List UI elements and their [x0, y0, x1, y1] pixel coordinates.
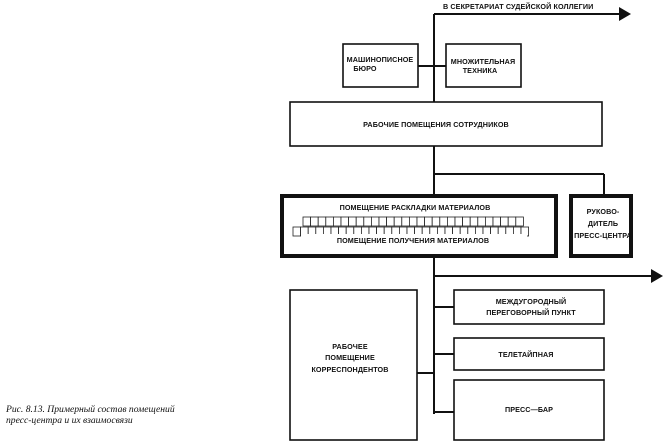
- table-cell: [340, 216, 349, 227]
- table-cell: [408, 216, 418, 227]
- teletype-box: ТЕЛЕТАЙПНАЯ: [453, 337, 605, 371]
- receiving-label-bg: [301, 234, 527, 245]
- table-cell: [431, 216, 441, 227]
- table-cell: [416, 216, 425, 227]
- typing-bureau-box: МАШИНОПИСНОЕ БЮРО: [342, 43, 419, 88]
- long-distance-box: МЕЖДУГОРОДНЫЙ ПЕРЕГОВОРНЫЙ ПУНКТ: [453, 289, 605, 325]
- table-cell: [439, 216, 448, 227]
- connector-lines: [417, 7, 663, 414]
- table-cell: [401, 216, 410, 227]
- materials-block: ПОМЕЩЕНИЕ РАСКЛАДКИ МАТЕРИАЛОВ ПОМЕЩЕНИЕ…: [280, 194, 558, 258]
- teletype-label: ТЕЛЕТАЙПНАЯ: [498, 350, 553, 359]
- correspondents-label-1: РАБОЧЕЕ: [332, 342, 368, 351]
- table-cell: [515, 216, 524, 227]
- secretariat-label: В СЕКРЕТАРИАТ СУДЕЙСКОЙ КОЛЛЕГИИ: [443, 2, 593, 11]
- caption-line-1: Рис. 8.13. Примерный состав помещений: [6, 404, 175, 415]
- table-cell: [348, 216, 357, 227]
- table-cell: [292, 226, 301, 237]
- correspondents-label-2: ПОМЕЩЕНИЕ: [325, 353, 375, 362]
- figure-caption: Рис. 8.13. Примерный состав помещений пр…: [6, 404, 236, 426]
- table-cell: [446, 216, 456, 227]
- long-distance-label-2: ПЕРЕГОВОРНЫЙ ПУНКТ: [486, 308, 576, 317]
- table-cell: [477, 216, 486, 227]
- table-cell: [469, 216, 479, 227]
- correspondents-label-3: КОРРЕСПОНДЕНТОВ: [311, 365, 388, 374]
- table-cell: [332, 216, 342, 227]
- secretariat-arrowhead: [619, 7, 631, 21]
- table-cell: [500, 216, 509, 227]
- copy-equipment-box: МНОЖИТЕЛЬНАЯ ТЕХНИКА: [445, 43, 522, 88]
- press-head-label-2: ДИТЕЛЬ: [588, 219, 618, 228]
- press-bar-label: ПРЕСС—БАР: [505, 405, 553, 414]
- staff-rooms-box: РАБОЧИЕ ПОМЕЩЕНИЯ СОТРУДНИКОВ: [289, 101, 603, 147]
- table-cell: [386, 216, 395, 227]
- receiving-room-label: ПОМЕЩЕНИЕ ПОЛУЧЕНИЯ МАТЕРИАЛОВ: [337, 236, 489, 245]
- table-cell: [325, 216, 334, 227]
- typing-bureau-label-1: МАШИНОПИСНОЕ: [347, 55, 414, 64]
- outgoing-arrowhead: [651, 269, 663, 283]
- correspondents-room-box: РАБОЧЕЕ ПОМЕЩЕНИЕ КОРРЕСПОНДЕНТОВ: [289, 289, 418, 441]
- typing-bureau-label-2: БЮРО: [353, 64, 377, 73]
- caption-line-2: пресс-центра и их взаимосвязи: [6, 415, 133, 426]
- layout-table-cells: [302, 216, 524, 227]
- table-cell: [302, 216, 311, 227]
- table-cell: [378, 216, 387, 227]
- table-cell: [484, 216, 494, 227]
- staff-rooms-label: РАБОЧИЕ ПОМЕЩЕНИЯ СОТРУДНИКОВ: [363, 120, 509, 129]
- table-cell: [424, 216, 433, 227]
- copy-equipment-label-2: ТЕХНИКА: [463, 66, 498, 75]
- table-cell: [370, 216, 380, 227]
- table-cell: [363, 216, 372, 227]
- table-cell: [507, 216, 517, 227]
- table-cell: [462, 216, 471, 227]
- table-cell: [355, 216, 365, 227]
- copy-equipment-label-1: МНОЖИТЕЛЬНАЯ: [451, 57, 515, 66]
- press-bar-box: ПРЕСС—БАР: [453, 379, 605, 441]
- long-distance-label-1: МЕЖДУГОРОДНЫЙ: [496, 297, 567, 306]
- press-head-box: РУКОВО- ДИТЕЛЬ ПРЕСС-ЦЕНТРА: [569, 194, 633, 258]
- table-cell: [393, 216, 403, 227]
- table-cell: [454, 216, 463, 227]
- table-cell: [317, 216, 327, 227]
- press-head-label-3: ПРЕСС-ЦЕНТРА: [574, 231, 632, 240]
- press-head-label-1: РУКОВО-: [587, 207, 620, 216]
- table-cell: [310, 216, 319, 227]
- layout-room-label: ПОМЕЩЕНИЕ РАСКЛАДКИ МАТЕРИАЛОВ: [340, 203, 491, 212]
- table-cell: [492, 216, 501, 227]
